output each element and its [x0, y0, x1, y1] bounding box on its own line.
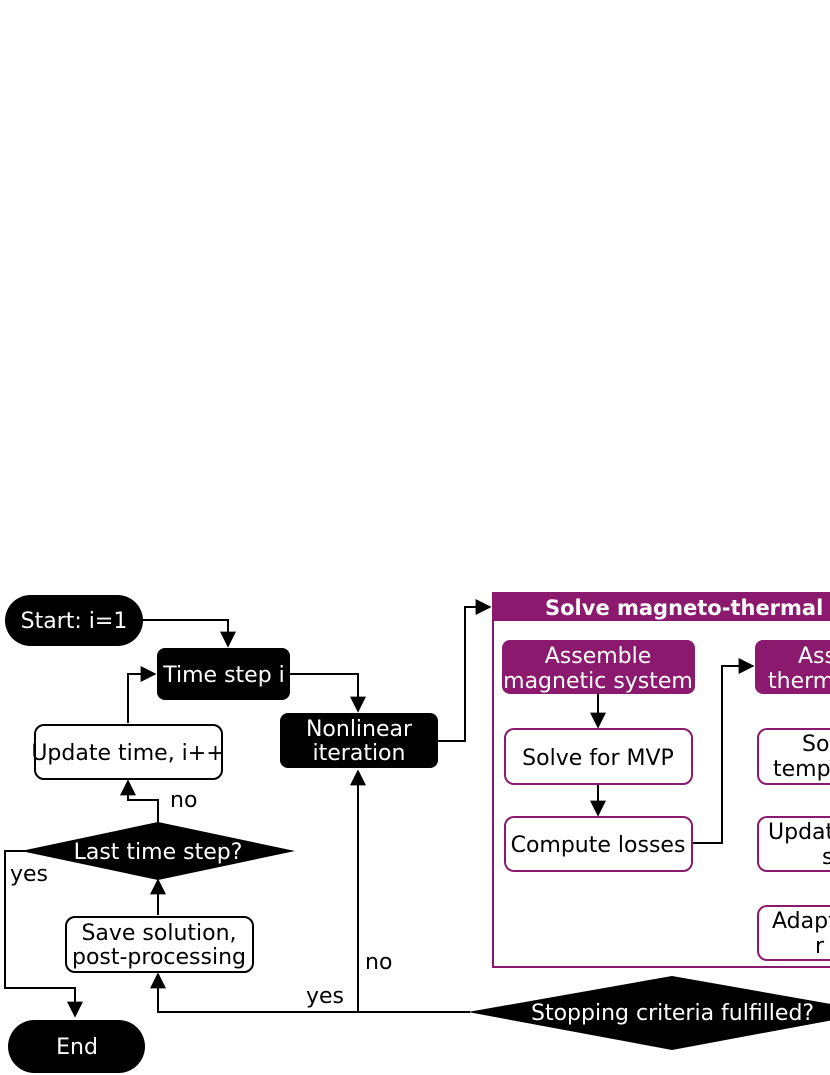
solve-panel: Solve magneto-thermal pr Assemble magnet…	[492, 592, 830, 968]
start-label: Start: i=1	[21, 609, 128, 634]
node-start	[5, 595, 143, 646]
node-compute-losses	[504, 816, 693, 872]
assemble-magnetic-line1: Assemble	[545, 644, 652, 669]
node-end	[8, 1020, 145, 1073]
edge-timestep-to-nonlinear	[290, 673, 366, 713]
edges	[4, 599, 755, 1018]
nonlinear-line1: Nonlinear	[306, 717, 413, 742]
last-time-step-label: Last time step?	[74, 840, 243, 865]
edge-decision-to-update	[120, 779, 159, 822]
time-step-label: Time step i	[162, 663, 285, 688]
edge-decision-to-end	[4, 850, 83, 1018]
end-label: End	[56, 1035, 98, 1060]
node-solve-mvp	[504, 728, 693, 785]
node-solve-temp	[757, 728, 830, 785]
label-yes-save: yes	[306, 984, 344, 1009]
assemble-thermal-line1: Ass	[798, 644, 830, 669]
edge-nonlinear-to-panel	[438, 599, 492, 742]
node-time-step	[157, 648, 290, 700]
node-nonlinear-iteration	[280, 713, 438, 768]
assemble-thermal-line2: therm	[768, 669, 830, 694]
solve-mvp-label: Solve for MVP	[522, 746, 674, 771]
update-s-line2: s	[822, 845, 830, 870]
node-update-s	[757, 816, 830, 872]
node-assemble-thermal	[755, 640, 830, 694]
node-stopping-criteria	[468, 976, 830, 1050]
node-save-solution	[65, 916, 254, 973]
edge-stop-to-save	[150, 972, 470, 1013]
label-no-nonlinear: no	[365, 950, 392, 975]
node-update-time	[34, 724, 223, 780]
edge-losses-to-thermal	[692, 658, 755, 844]
label-no-update: no	[170, 788, 197, 813]
save-solution-line2: post-processing	[72, 945, 246, 970]
solve-temp-line1: So	[802, 732, 829, 757]
panel-title: Solve magneto-thermal pr	[545, 596, 830, 620]
nonlinear-line2: iteration	[313, 741, 406, 766]
update-s-line1: Updat	[768, 820, 830, 845]
node-adapt-r	[757, 905, 830, 961]
edge-update-to-timestep	[127, 666, 157, 723]
solve-temp-line2: temp	[773, 757, 830, 782]
node-last-time-step	[21, 822, 295, 880]
node-assemble-magnetic	[502, 640, 695, 694]
adapt-r-line1: Adapt	[772, 909, 830, 934]
assemble-magnetic-line2: magnetic system	[503, 669, 693, 694]
adapt-r-line2: r	[815, 934, 825, 959]
stopping-criteria-label: Stopping criteria fulfilled?	[531, 1001, 814, 1026]
update-time-label: Update time, i++	[31, 741, 224, 766]
panel-header	[493, 593, 830, 621]
edge-start-to-timestep	[143, 619, 236, 648]
compute-losses-label: Compute losses	[511, 833, 686, 858]
save-solution-line1: Save solution,	[81, 921, 236, 946]
label-yes-end: yes	[10, 862, 48, 887]
